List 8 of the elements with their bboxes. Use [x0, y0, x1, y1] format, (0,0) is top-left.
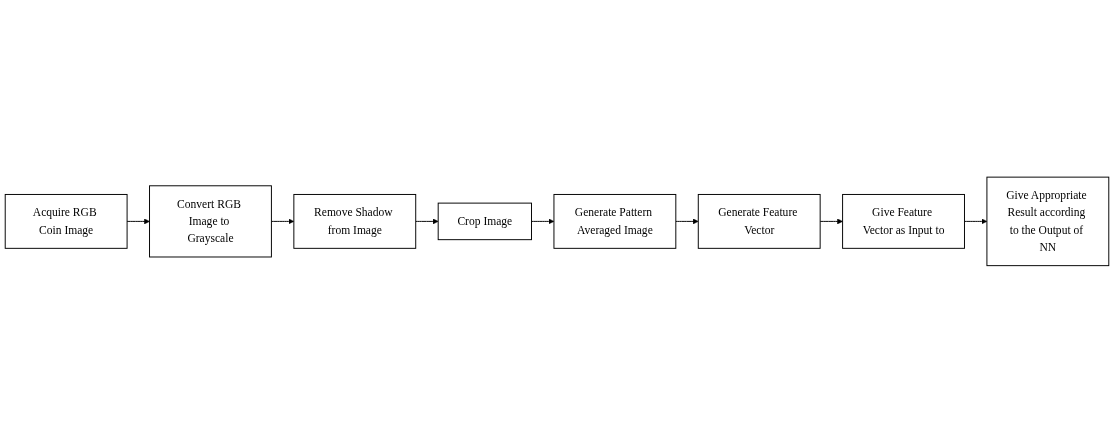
node-box: Crop Image — [437, 202, 532, 240]
node-box: Give Feature Vector as Input to — [842, 193, 965, 249]
node-box: Generate Feature Vector — [697, 193, 821, 249]
node-box: Generate Pattern Averaged Image — [553, 193, 677, 249]
node-box: Convert RGB Image to Grayscale — [149, 184, 272, 258]
node-box: Remove Shadow from Image — [293, 193, 417, 249]
node-box: Give Appropriate Result according to the Output of NN — [986, 176, 1110, 266]
node-box: Acquire RGB Coin Image — [4, 193, 128, 249]
